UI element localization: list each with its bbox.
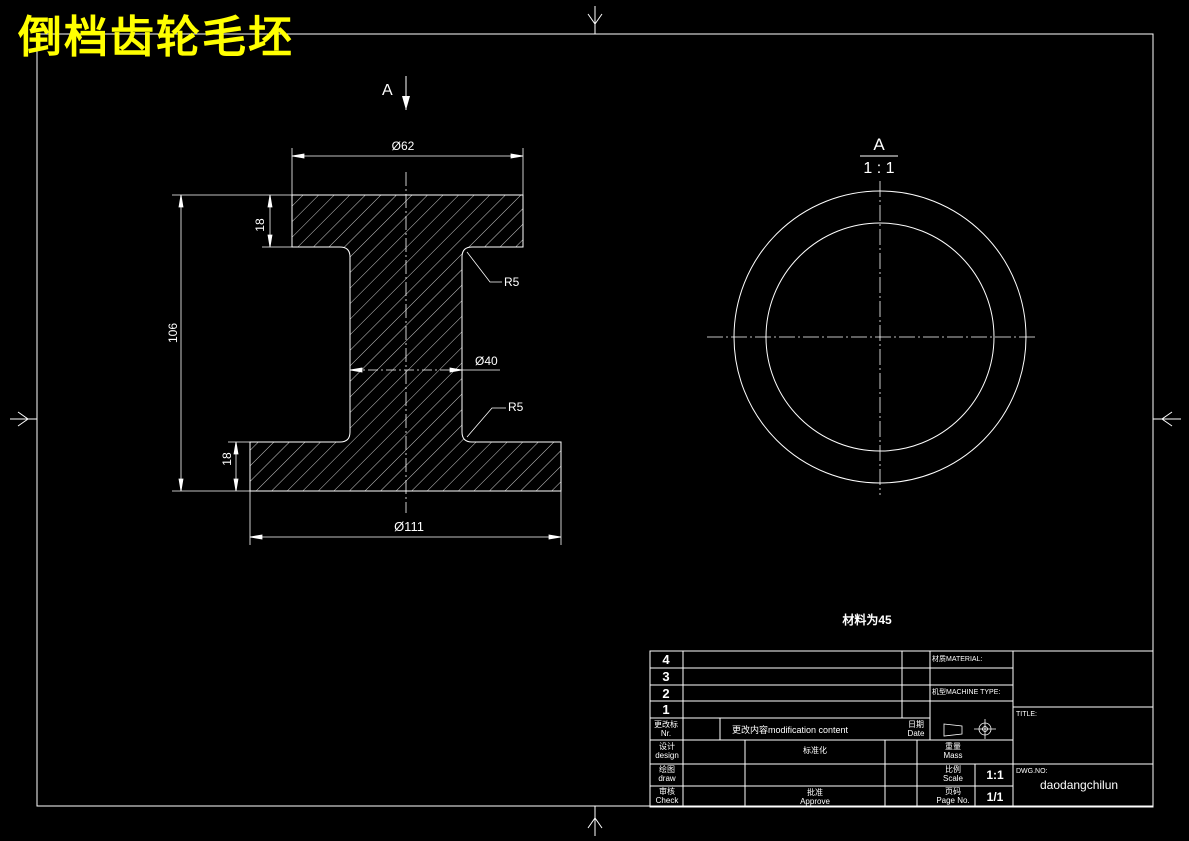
material-note: 材料为45 (841, 612, 892, 627)
dim-bottom-diameter (249, 491, 562, 545)
dim-overall-height-label: 106 (166, 323, 180, 343)
fillet-lower-label: R5 (508, 400, 524, 414)
part-section (249, 194, 562, 492)
projection-symbol (943, 719, 996, 739)
centering-mark-right (1153, 411, 1181, 427)
page-value: 1/1 (987, 790, 1004, 804)
title-label: TITLE: (1016, 711, 1037, 718)
view-a-label: A (873, 135, 885, 154)
revision-number: 2 (662, 686, 669, 701)
dim-top-diameter (291, 148, 524, 195)
title-block (649, 650, 1154, 808)
modification-label: 更改内容modification content (732, 724, 849, 735)
view-a-scale: 1 : 1 (863, 160, 894, 177)
section-mark-label: A (382, 82, 393, 99)
dim-top-flange (262, 194, 292, 248)
dim-shaft-diameter (349, 367, 500, 373)
dim-bottom-flange-label: 18 (220, 452, 234, 466)
dwg-no-label: DWG.NO: (1016, 768, 1048, 775)
material-label: 材质MATERIAL: (932, 654, 982, 663)
dim-bottom-diameter-label: Ø111 (394, 519, 424, 534)
dim-top-flange-label: 18 (253, 218, 267, 232)
dim-overall-height (172, 194, 292, 492)
revision-number: 4 (662, 652, 670, 667)
centering-mark-top (587, 6, 603, 34)
standardization-label: 标准化 (803, 745, 827, 755)
centering-mark-left (10, 411, 37, 427)
fillet-leader-upper (466, 251, 502, 283)
revision-numbers: 4 3 2 1 (662, 652, 670, 717)
dim-shaft-diameter-label: Ø40 (475, 354, 498, 368)
revision-number: 3 (662, 669, 669, 684)
scale-value: 1:1 (986, 768, 1004, 782)
dwg-no-value: daodangchilun (1040, 778, 1118, 792)
section-arrow (402, 96, 410, 110)
centering-mark-bottom (587, 806, 603, 836)
revision-number: 1 (662, 702, 669, 717)
dim-bottom-flange (228, 441, 250, 492)
dim-top-diameter-label: Ø62 (392, 139, 415, 153)
drawing-title: 倒档齿轮毛坯 (18, 12, 294, 63)
fillet-leader-lower (466, 407, 506, 438)
fillet-upper-label: R5 (504, 275, 520, 289)
machine-type-label: 机型MACHINE TYPE: (932, 687, 1000, 696)
